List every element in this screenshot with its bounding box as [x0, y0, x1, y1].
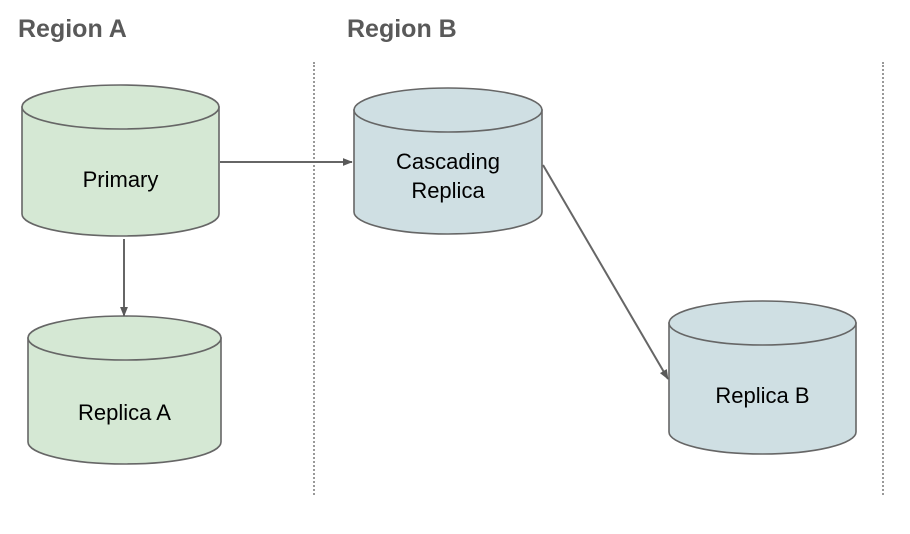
region-divider-left	[313, 62, 315, 495]
primary-node-shape[interactable]	[21, 84, 220, 237]
region-b-label: Region B	[347, 15, 457, 43]
edge-cascading-to-replica-b	[542, 164, 669, 380]
replica-a-node-shape[interactable]	[27, 315, 222, 465]
region-a-label: Region A	[18, 15, 127, 43]
cascading-replica-node-shape[interactable]	[353, 87, 543, 235]
replica-b-node-shape[interactable]	[668, 300, 857, 455]
region-divider-right	[882, 62, 884, 495]
